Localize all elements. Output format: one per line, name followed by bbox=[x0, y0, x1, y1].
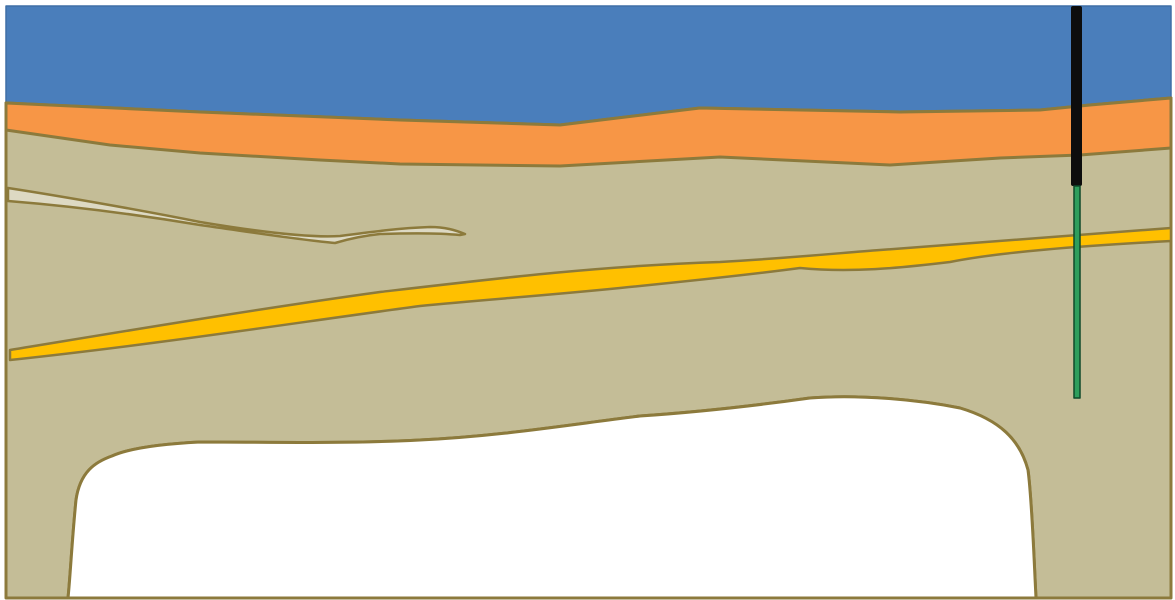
water-layer bbox=[6, 6, 1171, 125]
well-casing bbox=[1071, 6, 1082, 186]
well-screen bbox=[1074, 186, 1080, 398]
